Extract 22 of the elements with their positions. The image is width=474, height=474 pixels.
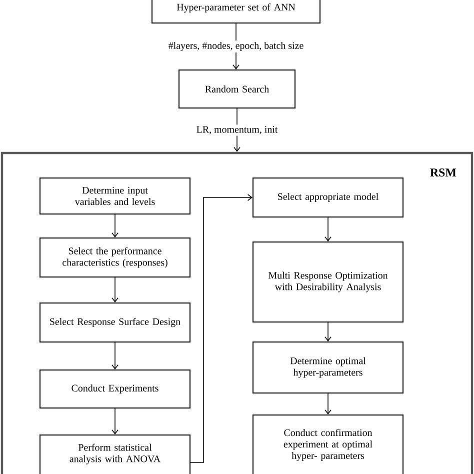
edge-label: #layers, #nodes, epoch, batch size <box>166 40 306 53</box>
process-box: Determine input variables and levels <box>40 178 190 214</box>
arrow <box>324 322 332 342</box>
arrow <box>112 214 118 238</box>
process-box: Select the performance characteristics (responses) <box>40 238 190 278</box>
arrow <box>324 217 332 242</box>
arrow <box>112 408 118 434</box>
edge-label: LR, momentum, init <box>194 124 280 136</box>
process-box: Hyper-parameter set of ANN <box>152 0 320 24</box>
process-box: Random Search <box>178 70 296 108</box>
arrow <box>190 194 252 463</box>
arrow <box>112 277 118 302</box>
process-box: Determine optimal hyper-parameters <box>252 342 404 394</box>
process-box: Perform statistical analysis with ANOVA <box>40 434 190 474</box>
process-box: Select appropriate model <box>252 178 404 218</box>
arrow <box>112 342 118 370</box>
process-box: Select Response Surface Design <box>40 302 190 342</box>
process-box: Multi Response Optimization with Desirability Analysis <box>252 242 404 322</box>
process-box: Conduct confirmation experiment at optimal hyper- parameters <box>252 414 404 474</box>
panel-heading: RSM <box>430 168 456 177</box>
process-box: Conduct Experiments <box>40 370 190 408</box>
arrow <box>324 393 332 414</box>
